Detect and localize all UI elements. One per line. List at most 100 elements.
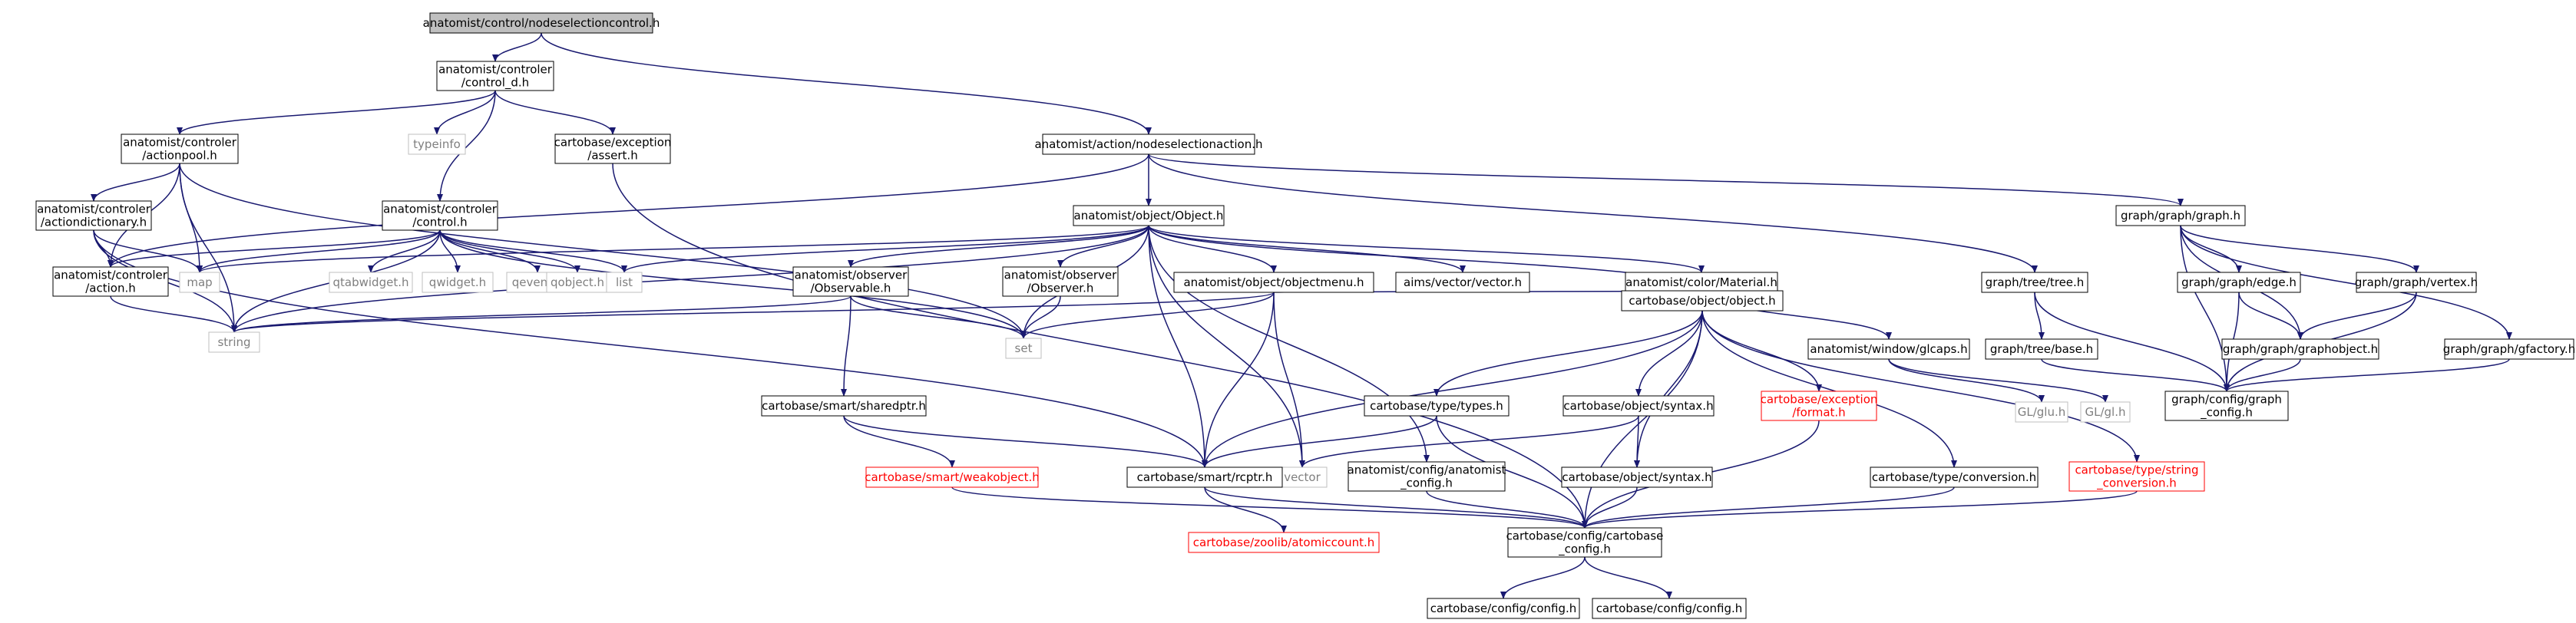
node-box	[554, 134, 671, 164]
node-box	[1002, 266, 1119, 297]
node-qobject[interactable]: qobject.h	[546, 272, 609, 293]
node-cb_object[interactable]: cartobase/object/object.h	[1621, 290, 1784, 312]
edge-rcptr-to-atomiccount	[1204, 486, 1287, 533]
node-label: vector	[1284, 470, 1321, 484]
node-exc_format[interactable]: cartobase/exception/format.h	[1761, 391, 1878, 421]
edge-control_h-to-qtabwidget	[368, 229, 441, 273]
node-gl[interactable]: GL/gl.h	[2080, 401, 2131, 423]
edge-cb_object-to-exc_format	[1701, 310, 1822, 392]
node-box	[1395, 272, 1530, 293]
edge-observable-to-set	[850, 295, 1027, 339]
node-label: anatomist/object/Object.h	[1074, 209, 1224, 222]
node-syntax1[interactable]: cartobase/object/syntax.h	[1562, 395, 1715, 417]
node-types_h[interactable]: cartobase/type/types.h	[1364, 395, 1510, 417]
node-typeinfo[interactable]: typeinfo	[408, 134, 466, 155]
node-label: /actiondictionary.h	[41, 216, 147, 229]
node-box	[1985, 338, 2098, 360]
node-graph_h[interactable]: graph/graph/graph.h	[2115, 205, 2246, 226]
node-list[interactable]: list	[606, 272, 643, 293]
node-aimsvector[interactable]: aims/vector/vector.h	[1395, 272, 1530, 293]
node-label: anatomist/window/glcaps.h	[1810, 342, 1967, 356]
node-object_h[interactable]: anatomist/object/Object.h	[1073, 205, 1225, 226]
node-map[interactable]: map	[179, 272, 220, 293]
node-rcptr[interactable]: cartobase/smart/rcptr.h	[1126, 466, 1283, 488]
node-vertex_h[interactable]: graph/graph/vertex.h	[2355, 272, 2478, 293]
node-control_d[interactable]: anatomist/controler/control_d.h	[436, 61, 554, 91]
node-box	[2177, 272, 2301, 293]
node-label: cartobase/type/types.h	[1370, 399, 1503, 413]
node-box	[429, 12, 653, 34]
node-tree_h[interactable]: graph/tree/tree.h	[1981, 272, 2088, 293]
edge-action_h-to-string	[110, 295, 237, 333]
node-label: aims/vector/vector.h	[1404, 275, 1522, 289]
node-label: /action.h	[85, 282, 136, 295]
node-label: /control.h	[412, 216, 467, 229]
node-actionpool[interactable]: anatomist/controler/actionpool.h	[121, 134, 239, 164]
edge-vertex_h-to-graphobject	[2297, 292, 2417, 340]
edge-types_h-to-cb_config	[1436, 415, 1588, 529]
node-box	[2444, 338, 2574, 360]
node-nodeselectionaction[interactable]: anatomist/action/nodeselectionaction.h	[1034, 134, 1263, 155]
node-edge_h[interactable]: graph/graph/edge.h	[2177, 272, 2301, 293]
node-label: graph/graph/graph.h	[2121, 209, 2240, 222]
node-objectmenu[interactable]: anatomist/object/objectmenu.h	[1173, 272, 1374, 293]
edge-object_h-to-observer	[1057, 225, 1149, 268]
node-qtabwidget[interactable]: qtabwidget.h	[329, 272, 413, 293]
node-glu[interactable]: GL/glu.h	[2015, 401, 2068, 423]
node-sharedptr[interactable]: cartobase/smart/sharedptr.h	[761, 395, 927, 417]
node-config2[interactable]: cartobase/config/config.h	[1592, 598, 1747, 619]
node-label: /control_d.h	[461, 76, 529, 91]
node-gfactory[interactable]: graph/graph/gfactory.h	[2443, 338, 2575, 360]
node-vector[interactable]: vector	[1277, 466, 1328, 488]
node-observer[interactable]: anatomist/observer/Observer.h	[1002, 266, 1119, 297]
node-label: graph/graph/graphobject.h	[2223, 342, 2378, 356]
edge-control_d-to-cb_assert	[494, 90, 616, 135]
node-label: graph/tree/base.h	[1990, 342, 2093, 356]
node-box	[1277, 466, 1328, 488]
node-root[interactable]: anatomist/control/nodeselectioncontrol.h	[423, 12, 660, 34]
node-observable[interactable]: anatomist/observer/Observable.h	[792, 266, 909, 297]
node-material[interactable]: anatomist/color/Material.h	[1625, 272, 1778, 293]
node-weakobject[interactable]: cartobase/smart/weakobject.h	[865, 466, 1040, 488]
node-conversion[interactable]: cartobase/type/conversion.h	[1870, 466, 2039, 488]
edge-object_h-to-observable	[848, 225, 1149, 268]
node-label: anatomist/observer	[1004, 269, 1117, 282]
node-tree_base[interactable]: graph/tree/base.h	[1985, 338, 2098, 360]
edge-object_h-to-vector	[1148, 225, 1305, 468]
node-syntax2[interactable]: cartobase/object/syntax.h	[1561, 466, 1713, 488]
node-cb_config[interactable]: cartobase/config/cartobase_config.h	[1506, 527, 1664, 558]
node-cb_assert[interactable]: cartobase/exception/assert.h	[554, 134, 672, 164]
node-box	[2164, 391, 2289, 421]
node-box	[2115, 205, 2246, 226]
edge-graph_h-to-gfactory	[2180, 225, 2512, 340]
node-box	[1561, 466, 1713, 488]
node-box	[208, 331, 260, 353]
node-graph_config[interactable]: graph/config/graph_config.h	[2164, 391, 2289, 421]
node-control_h[interactable]: anatomist/controler/control.h	[382, 200, 498, 231]
node-action_h[interactable]: anatomist/controler/action.h	[52, 266, 169, 297]
node-box	[1621, 290, 1784, 312]
edge-object_h-to-map	[197, 225, 1149, 273]
node-string[interactable]: string	[208, 331, 260, 353]
node-actiondictionary[interactable]: anatomist/controler/actiondictionary.h	[35, 200, 152, 231]
edge-anat_config-to-cb_config	[1426, 490, 1588, 529]
node-anat_config[interactable]: anatomist/config/anatomist_config.h	[1348, 461, 1506, 492]
node-config1[interactable]: cartobase/config/config.h	[1427, 598, 1580, 619]
node-label: graph/graph/edge.h	[2181, 275, 2297, 289]
node-set[interactable]: set	[1005, 338, 1042, 359]
node-box	[35, 200, 152, 231]
edge-cb_config-to-config1	[1500, 556, 1586, 599]
node-label: cartobase/object/syntax.h	[1563, 399, 1713, 413]
node-string_conversion[interactable]: cartobase/type/string_conversion.h	[2068, 461, 2205, 492]
node-qwidget[interactable]: qwidget.h	[422, 272, 494, 293]
node-label: cartobase/zoolib/atomiccount.h	[1193, 536, 1374, 549]
node-label: cartobase/exception	[554, 136, 672, 150]
node-label: GL/glu.h	[2018, 405, 2066, 419]
node-graphobject[interactable]: graph/graph/graphobject.h	[2221, 338, 2379, 360]
nodes-layer: anatomist/control/nodeselectioncontrol.h…	[35, 12, 2575, 619]
node-box	[2068, 461, 2205, 492]
node-glcaps[interactable]: anatomist/window/glcaps.h	[1807, 338, 1970, 360]
node-atomiccount[interactable]: cartobase/zoolib/atomiccount.h	[1188, 532, 1380, 553]
node-label: anatomist/action/nodeselectionaction.h	[1034, 137, 1262, 151]
